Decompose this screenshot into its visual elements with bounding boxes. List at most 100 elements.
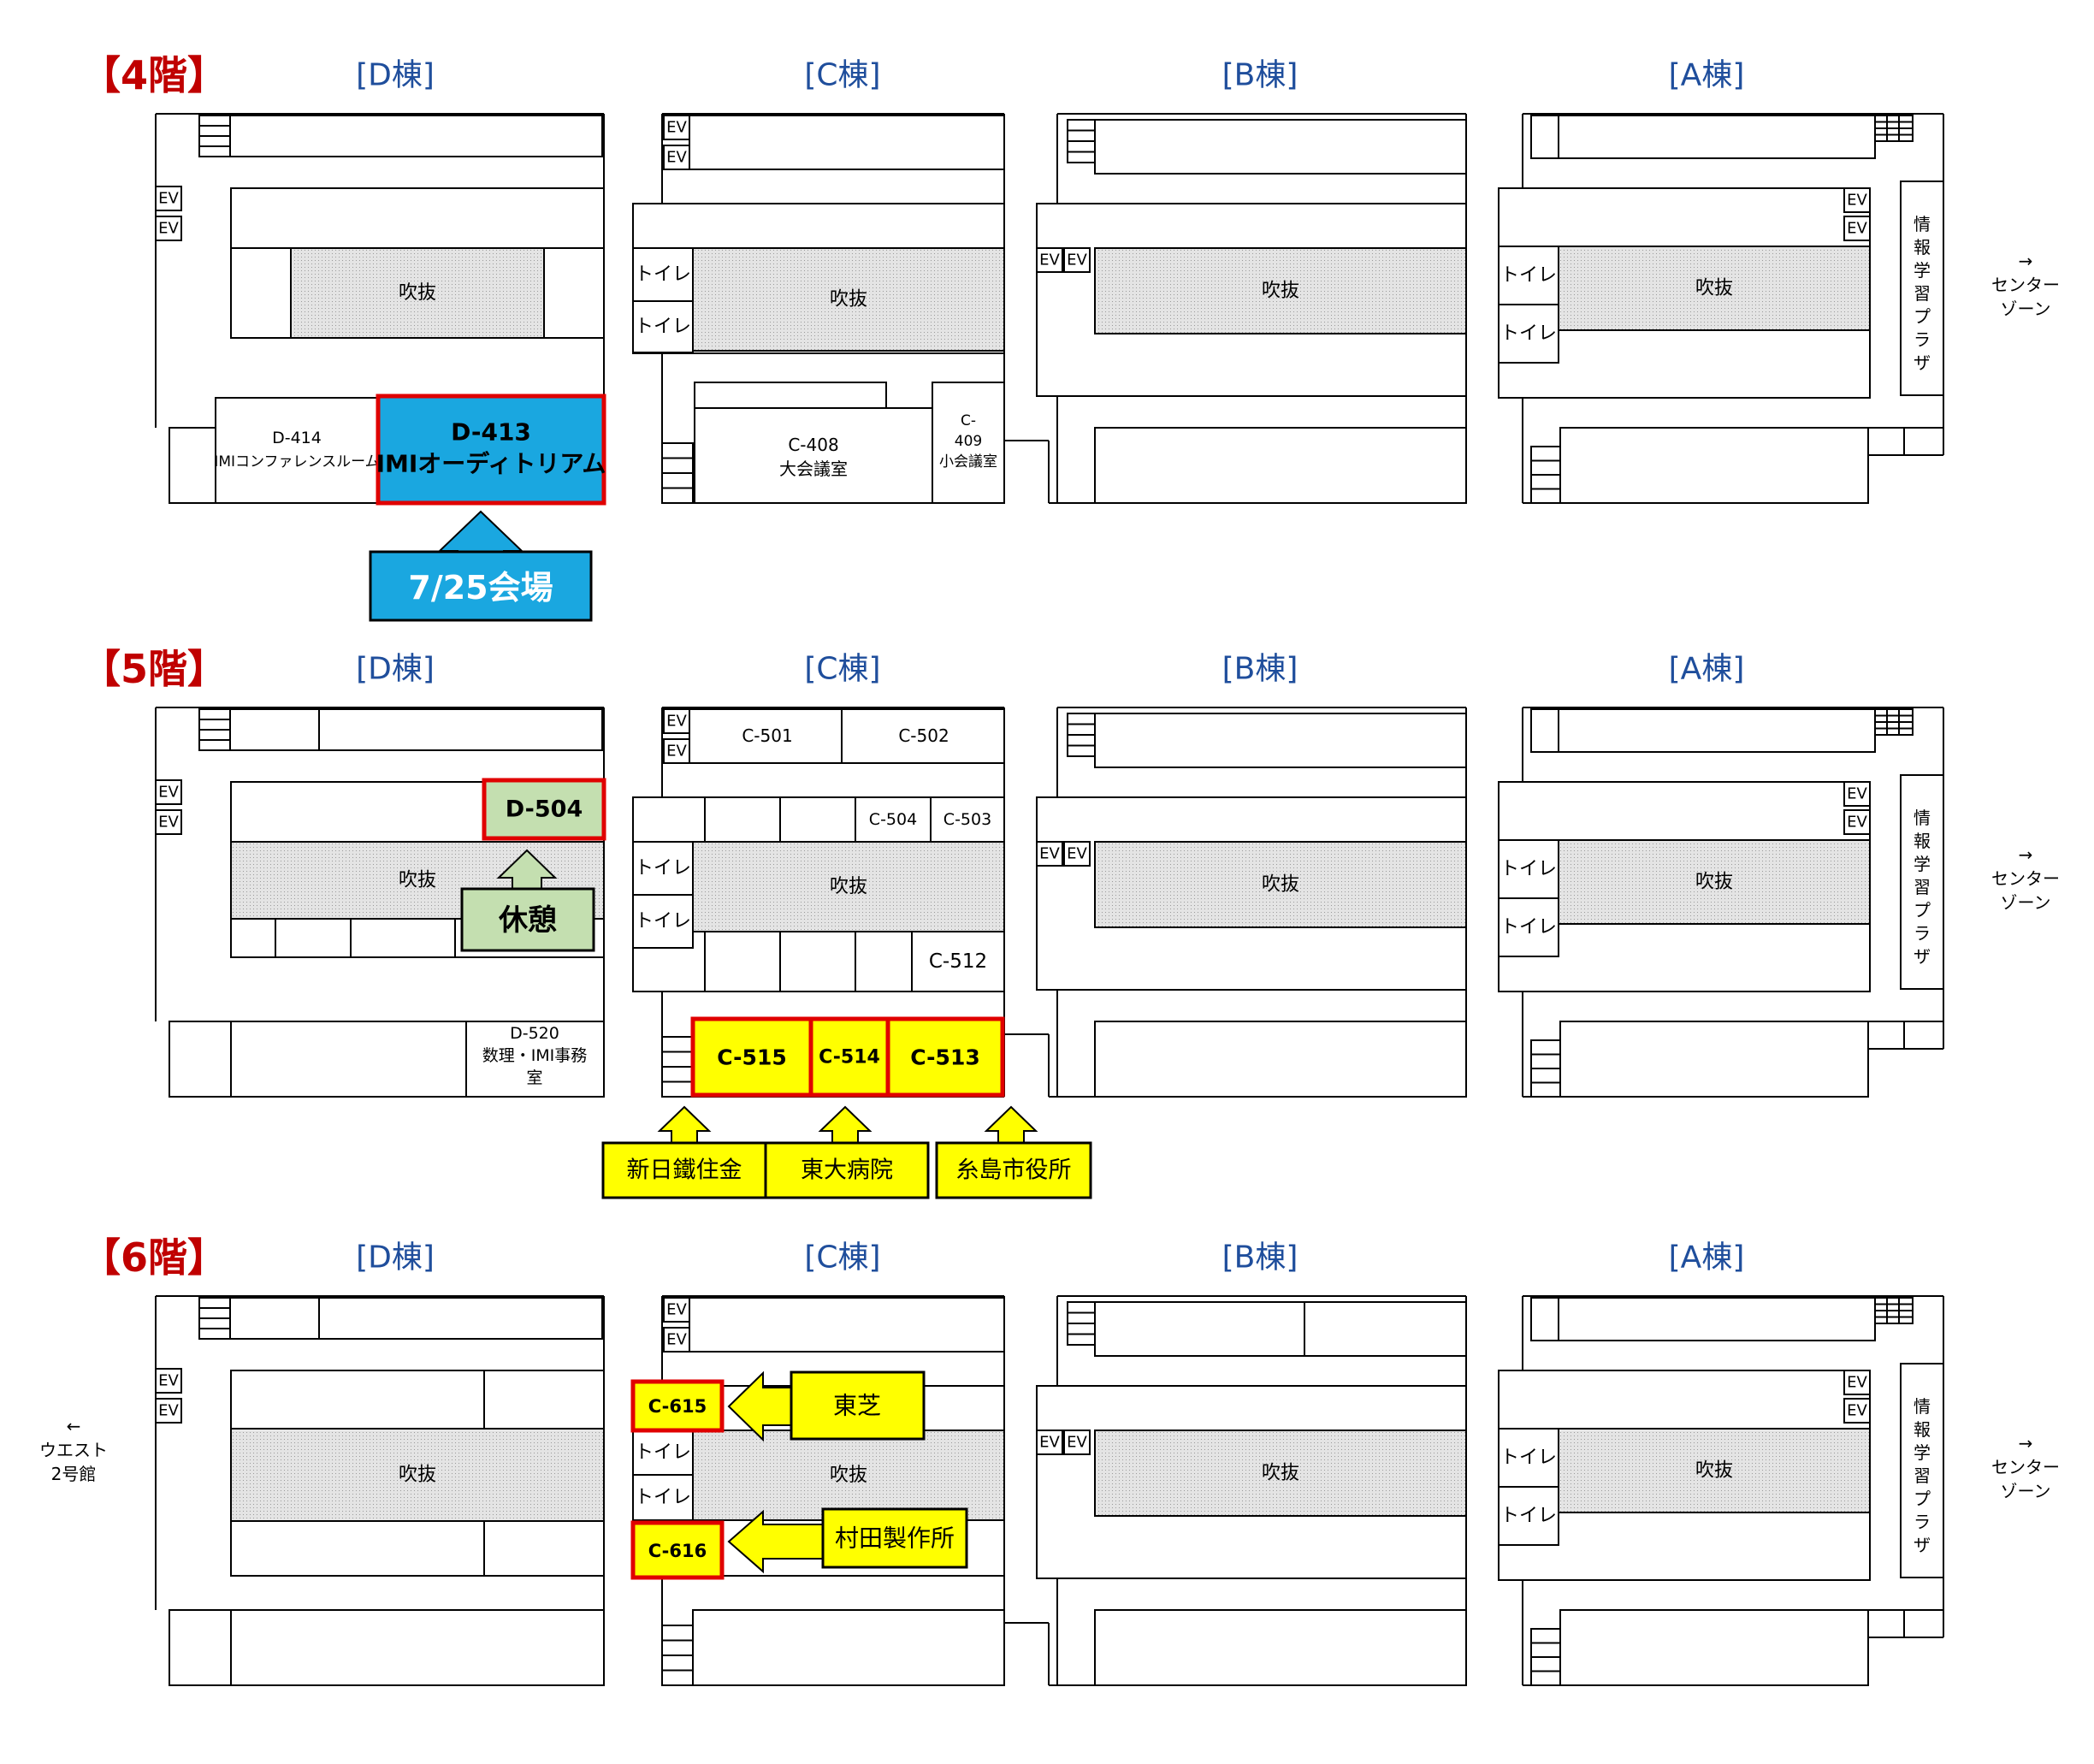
info-plaza: [1900, 774, 1944, 990]
info-plaza-label: ザ: [1914, 1535, 1931, 1555]
elevator: [1036, 1430, 1063, 1455]
elevator-label: EV: [1847, 1374, 1867, 1392]
elevator: [1063, 841, 1091, 867]
center-zone-label: →: [2019, 251, 2033, 271]
info-plaza-label: 情: [1914, 1396, 1931, 1417]
elevator-label: EV: [1847, 1402, 1867, 1420]
elevator: [663, 115, 690, 140]
info-plaza-label: ザ: [1914, 352, 1931, 373]
a-south-room: [1559, 1609, 1869, 1686]
toilet: [1498, 1486, 1559, 1546]
elevator-label: EV: [666, 149, 687, 167]
elevator-label: EV: [666, 713, 687, 731]
toilet-label: トイレ: [1500, 1447, 1557, 1469]
info-plaza-label: 報: [1914, 237, 1931, 257]
room-c501-label: C-501: [742, 725, 792, 746]
elevator: [155, 1368, 182, 1394]
center-zone-label: ゾーン: [2001, 299, 2051, 319]
info-plaza-label: 学: [1914, 1442, 1931, 1463]
elevator-label: EV: [666, 1301, 687, 1319]
toilet: [1498, 1428, 1559, 1488]
a-north-room: [1558, 1297, 1876, 1341]
floor-floor6: 【6階】[D棟][C棟][B棟][A棟]EVEVEVEV吹抜トイレトイレEVEV…: [39, 1234, 2060, 1686]
room-c409-label: 409: [955, 433, 982, 450]
info-plaza-label: 習: [1914, 283, 1931, 304]
info-plaza-label: 習: [1914, 1465, 1931, 1486]
elevator-label: EV: [1847, 814, 1867, 832]
room-c513: [885, 1016, 1005, 1098]
center-zone-label: →: [2019, 844, 2033, 865]
room-c408: [694, 407, 933, 504]
atrium: [1558, 839, 1871, 925]
info-plaza-label: 報: [1914, 1419, 1931, 1440]
company-c515-label: 新日鐵住金: [627, 1157, 742, 1184]
room-c409: [932, 382, 1005, 504]
elevator: [1843, 216, 1871, 241]
atrium-label: 吹抜: [1695, 1460, 1733, 1482]
toilet-label: トイレ: [635, 858, 691, 879]
elevator-label: EV: [1067, 1434, 1087, 1452]
d-north-room: [229, 1297, 603, 1340]
elevator: [663, 738, 690, 764]
room-d504-label: D-504: [506, 796, 583, 823]
elevator: [1843, 187, 1871, 213]
toilet: [632, 1474, 694, 1521]
elevator: [155, 809, 182, 835]
info-plaza-label: 学: [1914, 854, 1931, 874]
a-north-room: [1558, 708, 1876, 753]
toilet-label: トイレ: [635, 264, 691, 286]
elevator-label: EV: [158, 784, 179, 802]
info-plaza-label: ラ: [1914, 329, 1931, 350]
b-south-room: [1094, 427, 1467, 504]
info-plaza-label: ラ: [1914, 923, 1931, 944]
elevator-label: EV: [158, 190, 179, 208]
atrium-label: 吹抜: [1262, 1463, 1299, 1484]
atrium: [1094, 1430, 1467, 1517]
toilet: [632, 841, 694, 896]
company-box: [935, 1141, 1092, 1199]
building-label-c: [C棟]: [804, 652, 880, 687]
company-c616-label: 村田製作所: [835, 1524, 955, 1553]
atrium-label: 吹抜: [830, 876, 867, 897]
elevator: [663, 145, 690, 170]
floor-title: 【4階】: [81, 52, 227, 98]
elevator-label: EV: [1039, 1434, 1060, 1452]
toilet-label: トイレ: [1500, 323, 1557, 345]
room-d413: [376, 394, 606, 506]
company-box: [601, 1141, 767, 1199]
b-south-room: [1094, 1609, 1467, 1686]
building-label-a: [A棟]: [1669, 1240, 1745, 1276]
center-zone-label: センター: [1991, 868, 2060, 889]
room-d414-label: IMIコンファレンスルーム: [214, 453, 379, 471]
c-north-room: [689, 708, 1005, 764]
elevator-label: EV: [1039, 845, 1060, 863]
room-c615-label: C-615: [648, 1396, 707, 1417]
info-plaza: [1900, 1363, 1944, 1578]
west-bldg2-label: ウエスト: [39, 1440, 108, 1460]
atrium: [1558, 1428, 1871, 1513]
info-plaza-label: 情: [1914, 214, 1931, 234]
d-north-room: [229, 708, 603, 751]
room-c503-label: C-503: [943, 810, 991, 829]
company-arrow: [657, 1105, 712, 1145]
elevator: [1063, 1430, 1091, 1455]
info-plaza-label: 報: [1914, 831, 1931, 851]
elevator-label: EV: [1847, 220, 1867, 238]
c-south-small: [694, 382, 887, 409]
info-plaza-label: プ: [1914, 1489, 1931, 1509]
building-label-d: [D棟]: [356, 58, 435, 93]
toilet: [632, 300, 694, 353]
floor-title: 【5階】: [81, 646, 227, 692]
west-bldg2-label: ←: [67, 1416, 81, 1436]
rest-note-box: [460, 887, 595, 952]
elevator: [1843, 1370, 1871, 1395]
toilet-label: トイレ: [635, 911, 691, 932]
room-c504-label: C-504: [869, 810, 917, 829]
building-label-d: [D棟]: [356, 1240, 435, 1276]
atrium-label: 吹抜: [1695, 872, 1733, 893]
center-zone-label: ゾーン: [2001, 892, 2051, 913]
toilet: [1498, 839, 1559, 899]
room-c512-label: C-512: [929, 950, 987, 973]
elevator-label: EV: [1847, 192, 1867, 210]
atrium: [692, 247, 1005, 352]
